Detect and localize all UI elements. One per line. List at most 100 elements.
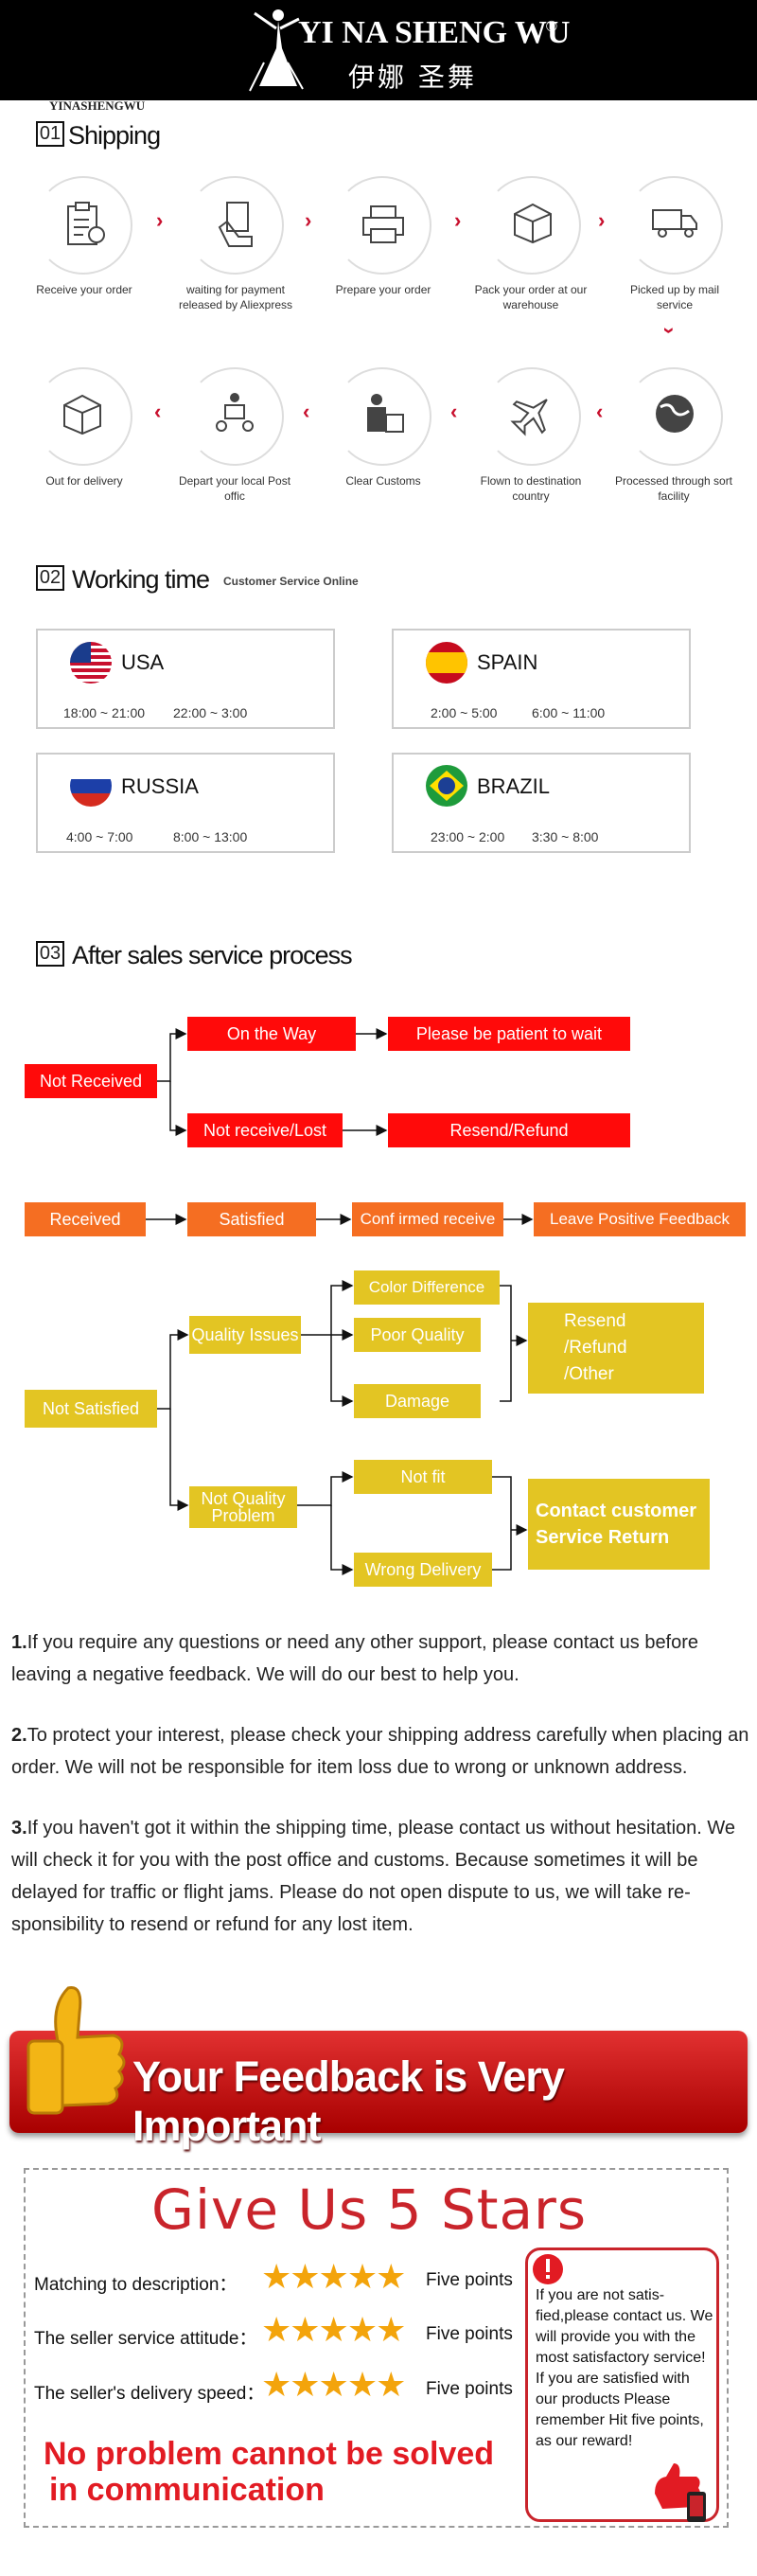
time-range: 8:00 ~ 13:00 xyxy=(173,829,248,844)
note-number: 1. xyxy=(11,1632,27,1653)
step-circle xyxy=(34,367,132,466)
step-circle xyxy=(185,176,284,275)
step-label: Clear Customs xyxy=(345,474,421,488)
flow-resend-refund-other: Resend /Refund /Other xyxy=(528,1303,704,1394)
flow-confirmed-receive: Conf irmed receive xyxy=(352,1202,503,1236)
prev-arrow-icon: ‹ xyxy=(450,400,458,423)
five-stars-icon: ★★★★★ xyxy=(261,2310,406,2349)
rating-label: The seller's delivery speed： xyxy=(34,2384,265,2404)
time-range: 23:00 ~ 2:00 xyxy=(431,829,505,844)
flow-not-receive-lost: Not receive/Lost xyxy=(187,1113,343,1147)
flow-be-patient: Please be patient to wait xyxy=(388,1017,630,1051)
customs-officer-icon xyxy=(367,394,404,433)
open-box-icon xyxy=(63,394,101,435)
delivery-truck-icon xyxy=(652,209,697,238)
slogan-line: in communication xyxy=(49,2472,325,2508)
step-circle xyxy=(333,176,431,275)
line: Contact customer xyxy=(536,1501,697,1521)
flow-damage: Damage xyxy=(354,1384,481,1418)
flow-connectors xyxy=(146,1028,757,1575)
line: Not Quality xyxy=(201,1489,286,1508)
step-circle xyxy=(483,367,581,466)
time-range: 22:00 ~ 3:00 xyxy=(173,705,248,720)
note-1: 1.If you require any questions or need a… xyxy=(11,1626,749,1691)
next-arrow-icon: › xyxy=(598,208,606,232)
step-label: Out for delivery xyxy=(45,474,123,488)
thumbs-up-icon xyxy=(26,1986,126,2115)
airplane-icon xyxy=(510,399,548,436)
spain-flag-icon xyxy=(426,642,467,684)
payment-hand-icon xyxy=(218,202,253,247)
flow-wrong-delivery: Wrong Delivery xyxy=(354,1553,492,1587)
next-arrow-icon: › xyxy=(454,208,462,232)
note-text: To protect your interest, please check y… xyxy=(11,1725,749,1778)
line: Service Return xyxy=(536,1527,670,1548)
thumbs-up-phone-icon xyxy=(655,2463,706,2522)
rating-card xyxy=(24,2168,729,2528)
step-label: Picked up by mail service xyxy=(629,283,720,311)
country-name: BRAZIL xyxy=(477,774,551,798)
russia-flag-icon xyxy=(70,765,112,807)
time-range: 3:30 ~ 8:00 xyxy=(532,829,599,844)
rating-value: Five points xyxy=(426,2324,513,2344)
message-text: If you are not satis-fied,please contact… xyxy=(536,2287,713,2449)
step-label: Flown to destination country xyxy=(480,474,582,503)
prev-arrow-icon: ‹ xyxy=(154,400,162,423)
section-title: After sales service process xyxy=(72,941,353,969)
next-arrow-icon: › xyxy=(156,208,164,232)
feedback-banner xyxy=(9,2031,748,2133)
usa-flag-icon xyxy=(70,642,112,684)
section-subtitle: Customer Service Online xyxy=(223,575,359,588)
section-number: 02 xyxy=(36,565,64,591)
brand-name: YI NA SHENG WU xyxy=(298,15,571,50)
note-text: If you require any questions or need any… xyxy=(11,1632,699,1685)
step-label: Receive your order xyxy=(36,283,132,296)
five-stars-icon: ★★★★★ xyxy=(261,2257,406,2296)
printer-icon xyxy=(362,205,404,243)
flow-on-the-way: On the Way xyxy=(187,1017,356,1051)
registered-mark: ® xyxy=(546,19,557,35)
flow-not-satisfied: Not Satisfied xyxy=(25,1390,157,1428)
section-number: 03 xyxy=(36,941,64,967)
time-range: 18:00 ~ 21:00 xyxy=(63,705,146,720)
section-title: Shipping xyxy=(68,121,161,150)
step-label: Depart your local Post offic xyxy=(178,474,291,503)
slogan-line: No problem cannot be solved xyxy=(44,2436,495,2472)
flow-quality-issues: Quality Issues xyxy=(189,1316,301,1354)
step-circle xyxy=(625,176,723,275)
package-box-icon xyxy=(514,203,552,244)
section-title: Working time xyxy=(72,565,210,594)
line: Problem xyxy=(211,1506,275,1525)
step-circle xyxy=(483,176,581,275)
header-bar xyxy=(0,0,757,100)
flow-resend-refund: Resend/Refund xyxy=(388,1113,630,1147)
prev-arrow-icon: ‹ xyxy=(596,400,604,423)
note-2: 2.To protect your interest, please check… xyxy=(11,1719,749,1784)
flow-satisfied: Satisfied xyxy=(187,1202,316,1236)
courier-scooter-icon xyxy=(216,393,254,432)
step-label: Prepare your order xyxy=(335,283,431,296)
note-3: 3.If you haven't got it within the shipp… xyxy=(11,1812,749,1941)
clipboard-icon xyxy=(67,202,105,245)
note-number: 2. xyxy=(11,1725,27,1746)
country-name: USA xyxy=(121,650,165,674)
banner-text: Your Feedback is Very Important xyxy=(132,2052,565,2150)
step-circle xyxy=(333,367,431,466)
option-line: Resend xyxy=(564,1311,626,1331)
flow-poor-quality: Poor Quality xyxy=(354,1318,481,1352)
country-name: SPAIN xyxy=(477,650,538,674)
brand-name-cn: 伊娜 圣舞 xyxy=(348,62,477,93)
small-brand: YINASHENGWU xyxy=(49,98,146,113)
dancer-logo-icon xyxy=(249,9,304,92)
country-name: RUSSIA xyxy=(121,774,199,798)
flow-positive-feedback: Leave Positive Feedback xyxy=(534,1202,746,1236)
step-circle xyxy=(34,176,132,275)
exclamation-icon xyxy=(533,2254,563,2284)
note-number: 3. xyxy=(11,1818,27,1839)
time-range: 2:00 ~ 5:00 xyxy=(431,705,498,720)
next-arrow-icon: › xyxy=(305,208,312,232)
flow-color-difference: Color Difference xyxy=(354,1270,500,1305)
prev-arrow-icon: ‹ xyxy=(303,400,310,423)
flow-received: Received xyxy=(25,1202,146,1236)
rating-label: Matching to description： xyxy=(34,2275,238,2295)
